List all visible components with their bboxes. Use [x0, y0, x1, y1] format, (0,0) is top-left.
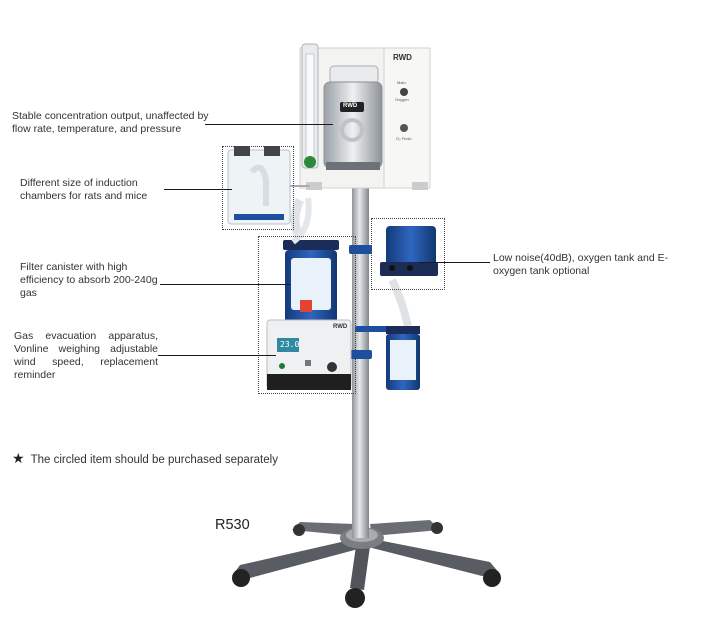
- evac-display: 23.0: [280, 340, 300, 349]
- concentrator-dotted-frame: [371, 218, 445, 290]
- callout-concentration: Stable concentration output, unaffected …: [12, 110, 209, 135]
- panel-label-main: Main: [397, 80, 406, 85]
- callout-low-noise: Low noise(40dB), oxygen tank and E-oxyge…: [493, 252, 669, 277]
- leader-line-induction: [164, 189, 232, 190]
- filter-evac-dotted-frame: [258, 236, 356, 394]
- leader-line-concentration: [205, 124, 333, 125]
- callout-evacuation: Gas evacuation apparatus, Vonline weighi…: [14, 330, 158, 381]
- mobile-base: [232, 520, 501, 608]
- vaporizer-unit: [299, 43, 431, 190]
- leader-line-filter: [160, 284, 290, 285]
- callout-filter: Filter canister with high efficiency to …: [20, 261, 158, 299]
- purchase-note: ★ The circled item should be purchased se…: [12, 450, 278, 467]
- pole-clamp: [349, 350, 372, 359]
- stand-pole: [352, 186, 369, 538]
- model-label: R530: [215, 517, 250, 533]
- panel-label-oxygen: Oxygen: [395, 97, 409, 102]
- star-icon: ★: [12, 450, 25, 466]
- purchase-note-text: The circled item should be purchased sep…: [30, 454, 278, 466]
- leader-line-evacuation: [158, 355, 276, 356]
- induction-chamber: [227, 146, 310, 225]
- gas-evacuation-apparatus: [266, 319, 352, 390]
- induction-chamber-dotted-frame: [222, 146, 294, 230]
- vaporizer-brand: RWD: [343, 103, 358, 109]
- evac-brand: RWD: [333, 324, 348, 330]
- filter-canister: [283, 240, 339, 326]
- pole-clamp: [349, 245, 372, 254]
- callout-induction: Different size of induction chambers for…: [20, 177, 148, 202]
- panel-label-flush: O₂ Flush: [396, 136, 412, 141]
- small-filter-canister: [386, 326, 420, 390]
- device-brand-top: RWD: [393, 53, 412, 62]
- leader-line-low-noise: [418, 262, 490, 263]
- oxygen-concentrator: [380, 226, 438, 276]
